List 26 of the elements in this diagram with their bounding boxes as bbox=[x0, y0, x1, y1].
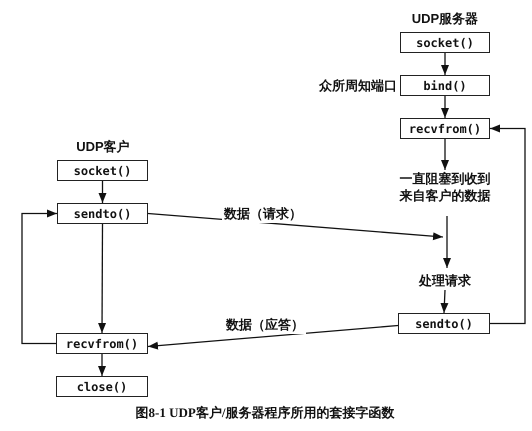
arrow bbox=[98, 181, 106, 203]
side-label: 众所周知端口 bbox=[319, 77, 397, 95]
function-box: socket() bbox=[400, 32, 490, 53]
arrow bbox=[443, 216, 451, 268]
arrow bbox=[98, 354, 106, 376]
arrow bbox=[441, 96, 449, 118]
figure-caption: 图8-1 UDP客户/服务器程序所用的套接字函数 bbox=[136, 404, 394, 422]
function-box: sendto() bbox=[398, 313, 490, 334]
function-box: recvfrom() bbox=[56, 333, 148, 354]
arrow bbox=[440, 290, 448, 314]
function-box: socket() bbox=[57, 160, 148, 181]
function-box: recvfrom() bbox=[400, 118, 490, 139]
edge-label: 数据（应答） bbox=[224, 316, 306, 334]
arrow bbox=[441, 139, 449, 170]
arrow bbox=[148, 324, 398, 350]
arrow bbox=[98, 224, 106, 333]
arrow bbox=[490, 124, 526, 324]
group-heading: UDP服务器 bbox=[412, 10, 478, 28]
group-heading: UDP客户 bbox=[76, 138, 130, 156]
function-box: bind() bbox=[400, 75, 490, 96]
function-box: sendto() bbox=[57, 203, 148, 224]
step-text: 处理请求 bbox=[415, 272, 475, 290]
arrow bbox=[441, 53, 449, 75]
function-box: close() bbox=[56, 376, 148, 397]
arrow bbox=[21, 210, 57, 344]
step-text: 一直阻塞到收到来自客户的数据 bbox=[395, 170, 495, 206]
